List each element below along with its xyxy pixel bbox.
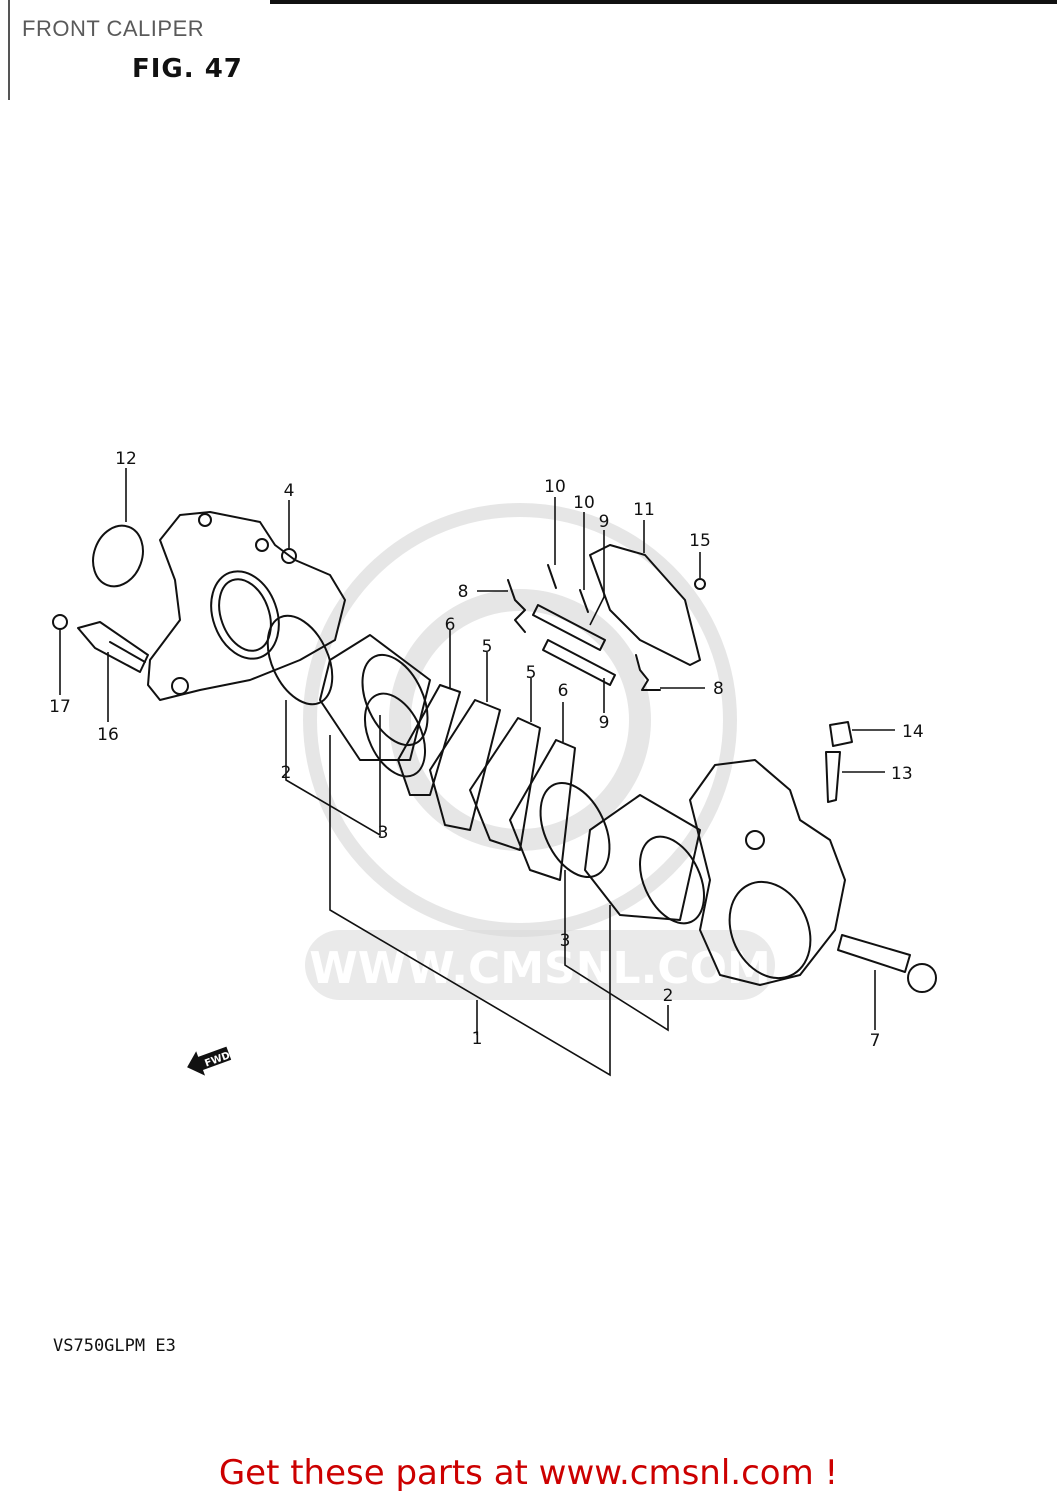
clip-b-part xyxy=(579,589,589,613)
callout-8-right: 8 xyxy=(713,679,724,699)
pad-spring-right-part xyxy=(635,654,661,691)
callout-4: 4 xyxy=(284,481,295,501)
callout-16: 16 xyxy=(97,725,119,745)
callout-12: 12 xyxy=(115,449,137,469)
pad-left-part xyxy=(429,699,501,831)
footer-cta-link[interactable]: Get these parts at www.cmsnl.com ! xyxy=(218,1453,839,1493)
callout-7: 7 xyxy=(870,1031,881,1051)
pin-nut-part xyxy=(52,614,68,630)
bleeder-valve-part xyxy=(825,751,841,803)
fwd-arrow-icon: FWD xyxy=(187,1046,232,1076)
cap-oring-part xyxy=(92,524,144,588)
callout-9-lower: 9 xyxy=(599,713,610,733)
pad-spring-left-part xyxy=(507,579,526,633)
left-caliper-body-part xyxy=(147,511,346,701)
svg-text:FWD: FWD xyxy=(203,1050,231,1069)
callout-15: 15 xyxy=(689,531,711,551)
callout-6-left: 6 xyxy=(445,615,456,635)
callout-labels: 12 4 17 16 2 3 6 5 5 6 8 10 10 9 11 15 8… xyxy=(49,449,923,1051)
callout-2-right: 2 xyxy=(663,986,674,1006)
callout-10-left: 10 xyxy=(544,477,566,497)
dust-seal-left-part xyxy=(266,614,334,706)
bleeder-cap-part xyxy=(829,721,853,747)
piston-left-part xyxy=(319,634,431,761)
watermark-banner: WWW.CMSNL.COM xyxy=(305,930,775,1000)
caliper-bolt-part xyxy=(837,934,937,993)
callout-1: 1 xyxy=(472,1029,483,1049)
callout-5-left: 5 xyxy=(482,637,493,657)
callout-6-right: 6 xyxy=(558,681,569,701)
right-caliper-body-part xyxy=(689,759,846,986)
callout-17: 17 xyxy=(49,697,71,717)
dust-seal-right-part xyxy=(639,835,705,925)
figure-number: FIG. 47 xyxy=(132,54,243,84)
pad-right-part xyxy=(469,717,541,851)
piston-right-part xyxy=(584,794,701,921)
callout-3-right: 3 xyxy=(560,931,571,951)
svg-text:WWW.CMSNL.COM: WWW.CMSNL.COM xyxy=(309,943,771,994)
clip-a-part xyxy=(547,564,557,589)
callout-5-right: 5 xyxy=(526,663,537,683)
shim-left-part xyxy=(397,684,461,796)
callout-10-right: 10 xyxy=(573,493,595,513)
callout-14: 14 xyxy=(902,722,924,742)
page-title: FRONT CALIPER xyxy=(22,16,205,41)
callout-11: 11 xyxy=(633,500,655,520)
mounting-bolt-part xyxy=(77,621,149,673)
piston-seal-right-part xyxy=(539,781,611,879)
callout-3-left: 3 xyxy=(378,823,389,843)
callout-8-left: 8 xyxy=(458,582,469,602)
pad-cover-part xyxy=(589,544,701,666)
page-top-border xyxy=(270,0,1057,4)
pad-pin-lower-part xyxy=(542,639,616,686)
page-left-border xyxy=(8,0,10,100)
pad-pin-upper-part xyxy=(532,604,606,651)
model-code: VS750GLPM E3 xyxy=(53,1336,176,1356)
shim-right-part xyxy=(509,739,576,881)
bleeder-washer-part xyxy=(281,548,297,564)
callout-9-upper: 9 xyxy=(599,512,610,532)
callout-13: 13 xyxy=(891,764,913,784)
callout-2-left: 2 xyxy=(281,763,292,783)
leader-lines xyxy=(59,468,895,1077)
cover-screw-part xyxy=(694,578,706,590)
